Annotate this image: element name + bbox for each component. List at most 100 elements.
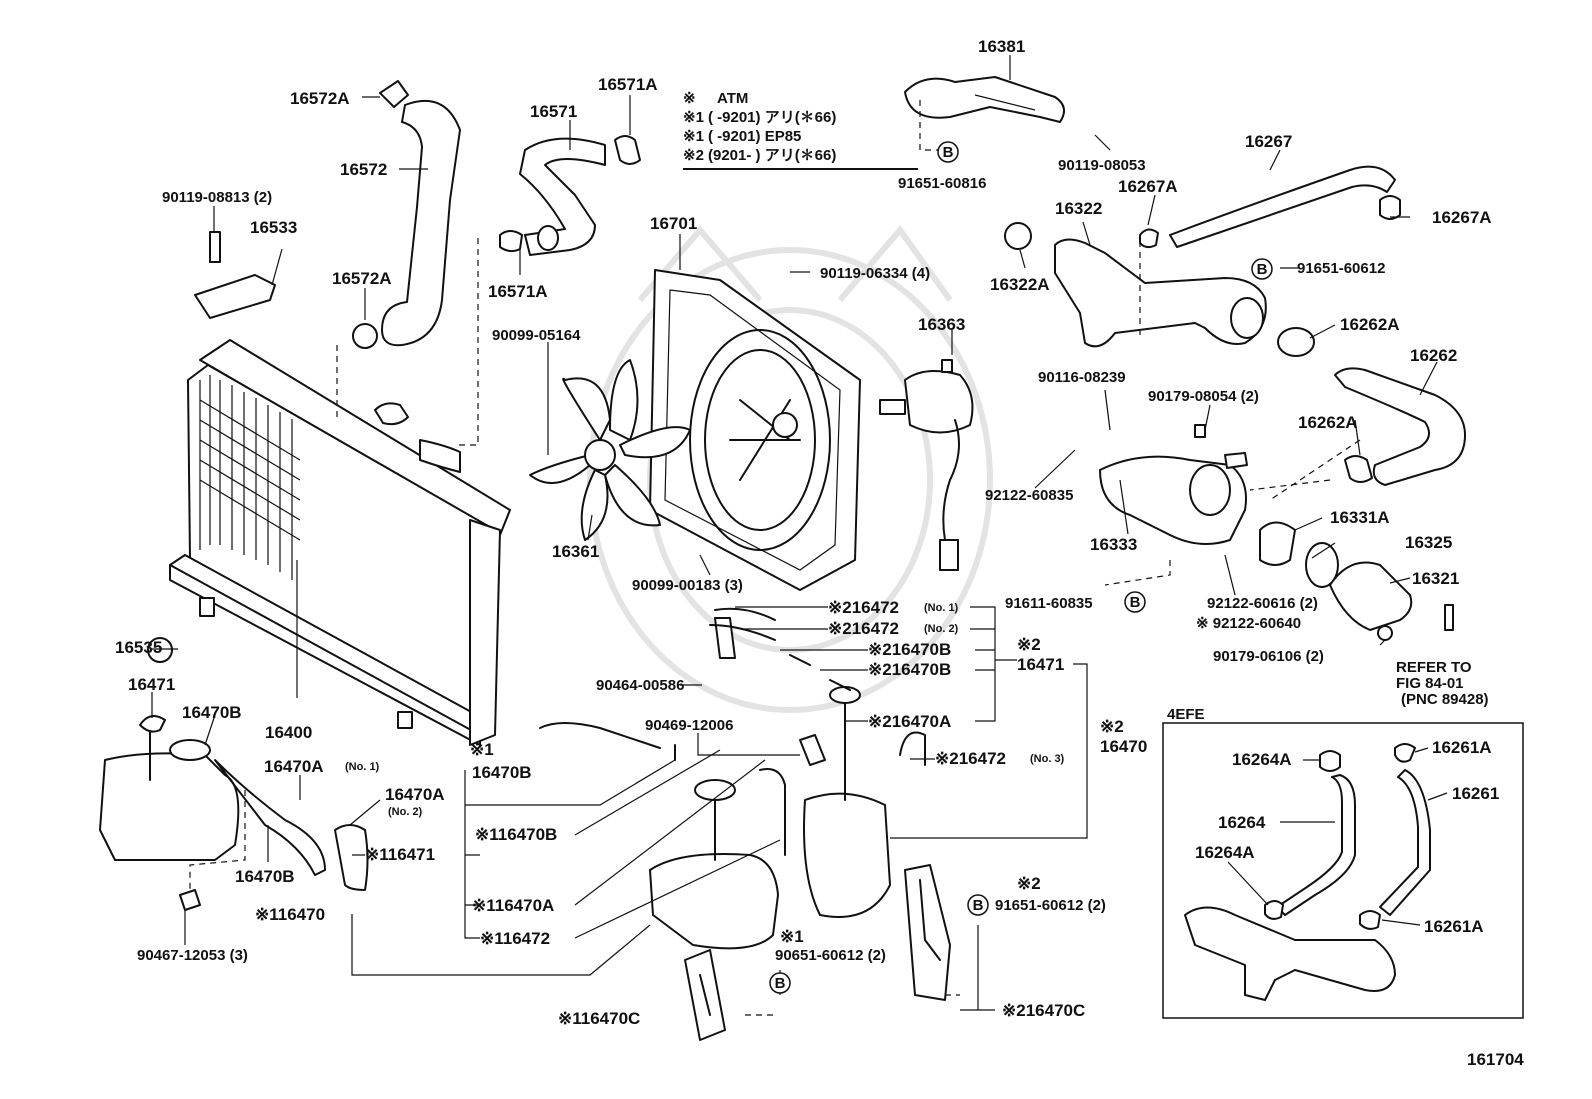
refer-line-3: (PNC 89428) bbox=[1401, 691, 1489, 708]
part-label: ※216470C bbox=[1002, 1001, 1085, 1020]
part-label: 16533 bbox=[250, 218, 297, 237]
part-label: ※216472 bbox=[935, 749, 1006, 768]
note-text-2: ( -9201) アリ(✽66) bbox=[708, 109, 836, 126]
part-label: 16571 bbox=[530, 102, 577, 121]
part-label: ※216470B bbox=[868, 640, 951, 659]
note-mark-2: ※1 bbox=[683, 109, 704, 126]
part-label: ※216470A bbox=[868, 712, 951, 731]
reservoir-left bbox=[99, 637, 369, 911]
circle-b-marker: B bbox=[775, 975, 786, 992]
part-label: 90099-05164 bbox=[492, 327, 581, 344]
fan-16361 bbox=[529, 359, 691, 541]
part-label: 16571A bbox=[488, 282, 548, 301]
part-label: ※2 bbox=[1017, 874, 1041, 893]
part-label: 16322 bbox=[1055, 199, 1102, 218]
part-label: 16470B bbox=[182, 703, 242, 722]
part-label: ※1 bbox=[470, 740, 494, 759]
part-label: ※116471 bbox=[365, 845, 435, 864]
part-label: 90119-06334 (4) bbox=[820, 265, 930, 282]
part-label: ※216472 bbox=[828, 619, 899, 638]
part-label: 16470A bbox=[264, 757, 324, 776]
part-label: 16264A bbox=[1195, 843, 1255, 862]
radiator bbox=[169, 339, 511, 746]
part-label: 90119-08053 bbox=[1058, 157, 1146, 174]
part-label: 16267A bbox=[1118, 177, 1178, 196]
part-label: 16267A bbox=[1432, 208, 1492, 227]
part-label: 91651-60816 bbox=[898, 175, 986, 192]
part-label: 16381 bbox=[978, 37, 1025, 56]
part-label: 16400 bbox=[265, 723, 312, 742]
part-label: ※116470C bbox=[558, 1009, 640, 1028]
part-label: 16322A bbox=[990, 275, 1050, 294]
variant-box-4efe bbox=[1162, 722, 1524, 1019]
refer-line-1: REFER TO bbox=[1396, 659, 1472, 676]
part-label: 16361 bbox=[552, 542, 599, 561]
hose-16262 bbox=[1277, 327, 1466, 486]
part-label: 16535 bbox=[115, 638, 162, 657]
part-label: 16331A bbox=[1330, 508, 1390, 527]
note-mark-3: ※1 bbox=[683, 128, 704, 145]
part-label: ※116470 bbox=[255, 905, 325, 924]
part-label: ※ 92122-60640 bbox=[1196, 615, 1301, 632]
dashed-lines bbox=[189, 100, 1361, 1016]
note-text-1: ATM bbox=[717, 90, 748, 107]
variant-box-label: 4EFE bbox=[1167, 706, 1205, 723]
part-label: 16267 bbox=[1245, 132, 1292, 151]
part-label: 16363 bbox=[918, 315, 965, 334]
part-label: 91651-60612 (2) bbox=[995, 897, 1106, 914]
part-label: 92122-60616 (2) bbox=[1207, 595, 1318, 612]
part-label: ※116470A bbox=[472, 896, 554, 915]
part-label: 16571A bbox=[598, 75, 658, 94]
part-label: 91611-60835 bbox=[1005, 595, 1093, 612]
part-label: 16262A bbox=[1298, 413, 1358, 432]
part-label: 90464-00586 bbox=[596, 677, 684, 694]
part-label: 90179-08054 (2) bbox=[1148, 388, 1259, 405]
part-label: 16261 bbox=[1452, 784, 1499, 803]
part-label: 16261A bbox=[1424, 917, 1484, 936]
part-labels: 16381 16571A 16571 16572A 16572 90119-08… bbox=[115, 37, 1524, 1069]
part-label-suffix: (No. 1) bbox=[924, 602, 959, 614]
part-label: 16333 bbox=[1090, 535, 1137, 554]
hose-16572 bbox=[352, 80, 461, 349]
part-label: 16262 bbox=[1410, 346, 1457, 365]
part-label: ※216472 bbox=[828, 598, 899, 617]
circle-b-marker: B bbox=[1257, 261, 1268, 278]
leader-lines bbox=[150, 55, 1448, 1011]
water-outlet-16333 bbox=[1099, 424, 1248, 545]
part-label: 91651-60612 bbox=[1297, 260, 1385, 277]
note-text-4: (9201- ) アリ(✽66) bbox=[708, 147, 836, 164]
part-label: ※2 bbox=[1100, 717, 1124, 736]
part-label-suffix: (No. 1) bbox=[345, 761, 380, 773]
part-label: 16325 bbox=[1405, 533, 1452, 552]
part-label: ※2 bbox=[1017, 635, 1041, 654]
reservoir-center bbox=[539, 617, 786, 1041]
part-label: 16470 bbox=[1100, 737, 1147, 756]
part-label: 16572A bbox=[290, 89, 350, 108]
part-label: ※116470B bbox=[475, 825, 557, 844]
circle-b-marker: B bbox=[943, 144, 954, 161]
circle-b-marker: B bbox=[973, 897, 984, 914]
fan-shroud-16701 bbox=[649, 269, 861, 591]
hose-16267 bbox=[1139, 165, 1401, 249]
note-block: ※ ATM ※1 ( -9201) アリ(✽66) ※1 ( -9201) EP… bbox=[683, 90, 918, 170]
part-label: 16471 bbox=[1017, 655, 1064, 674]
part-label: 16470A bbox=[385, 785, 445, 804]
circle-b-marker: B bbox=[1130, 594, 1141, 611]
circle-b-markers: B B B B B bbox=[769, 141, 1273, 994]
note-mark-1: ※ bbox=[683, 90, 696, 107]
part-label: 90179-06106 (2) bbox=[1213, 648, 1324, 665]
part-label-suffix: (No. 3) bbox=[1030, 753, 1065, 765]
part-label: 90467-12053 (3) bbox=[137, 947, 248, 964]
part-label: ※216470B bbox=[868, 660, 951, 679]
part-label: ※116472 bbox=[480, 929, 550, 948]
hose-16571 bbox=[499, 135, 641, 256]
part-label: 16572 bbox=[340, 160, 387, 179]
part-label: 16321 bbox=[1412, 569, 1459, 588]
part-label: 16262A bbox=[1340, 315, 1400, 334]
part-label: 16572A bbox=[332, 269, 392, 288]
thermostat-and-cover bbox=[1259, 521, 1454, 641]
part-label: 16264 bbox=[1218, 813, 1266, 832]
pipe-16322 bbox=[1004, 222, 1267, 348]
reservoir-right bbox=[709, 607, 951, 1001]
part-label-suffix: (No. 2) bbox=[924, 623, 959, 635]
